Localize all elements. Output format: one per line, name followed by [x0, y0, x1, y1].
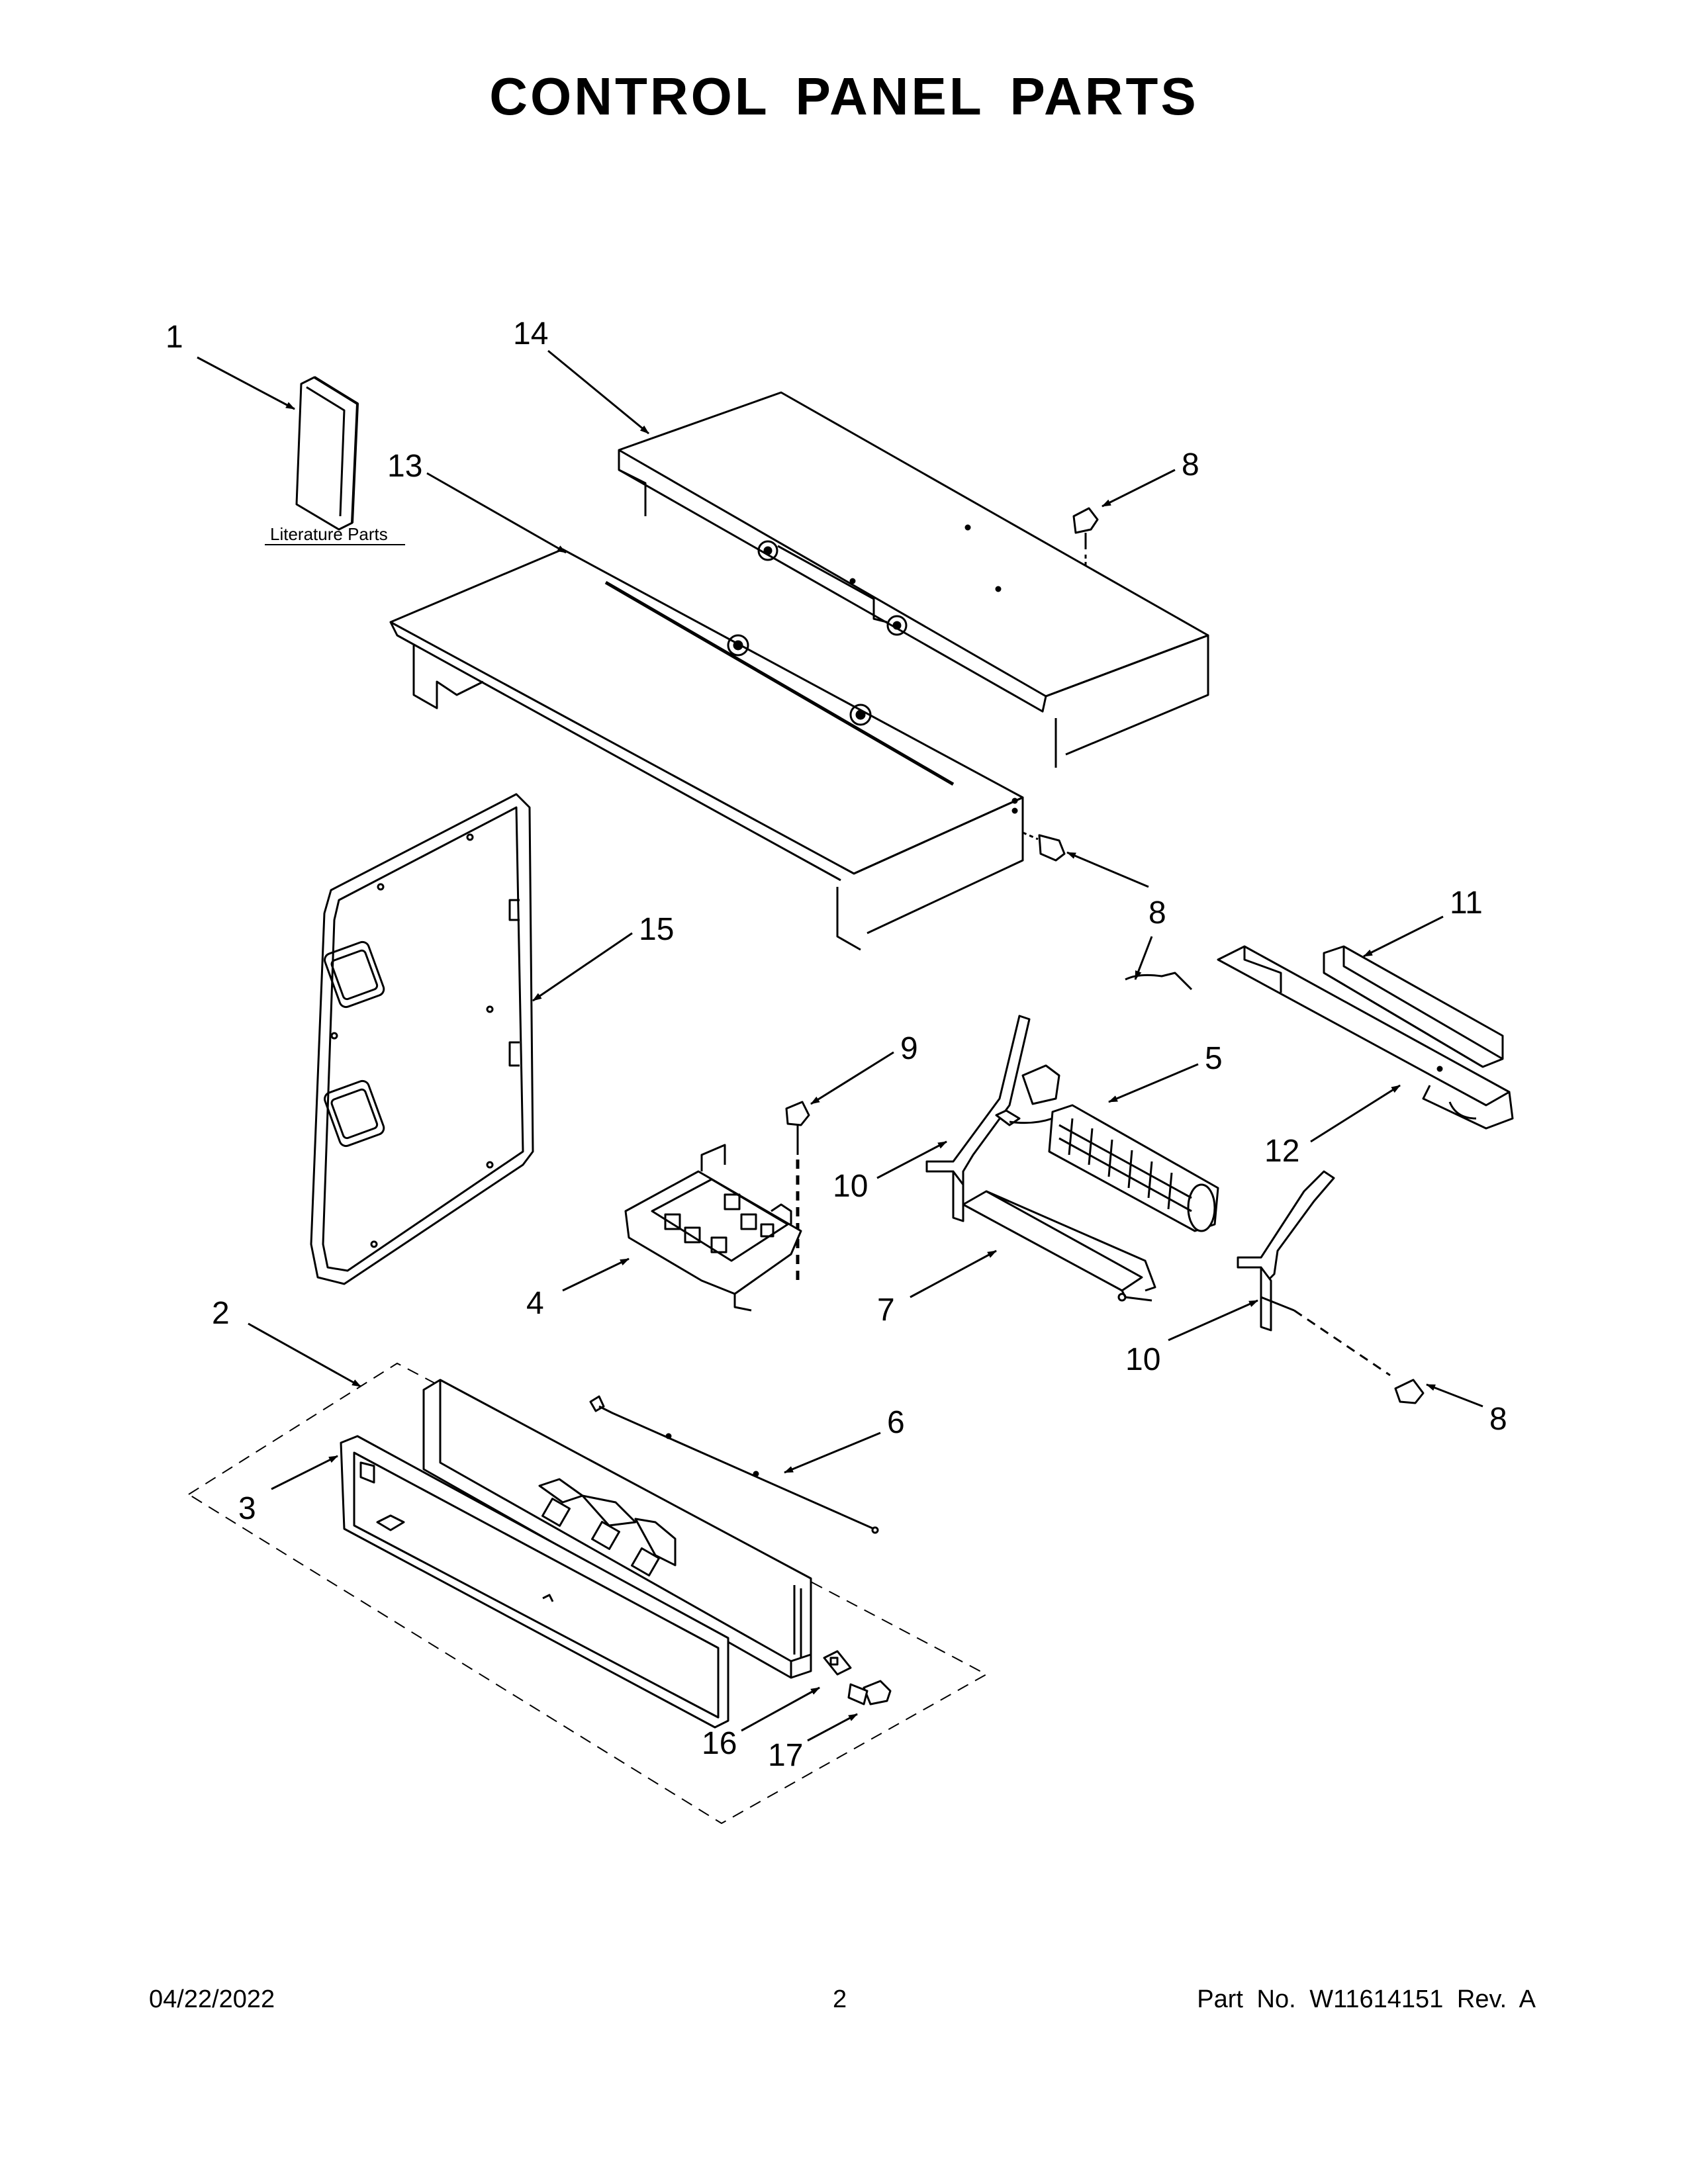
console-assembly-outline: [188, 1363, 987, 1824]
leader-1: [197, 356, 295, 410]
footer-part-number: Part No. W11614151 Rev. A: [1197, 1985, 1536, 2013]
leader-17: [807, 1713, 858, 1742]
leader-8b-2: [1134, 936, 1153, 980]
callout-13: 13: [387, 449, 422, 484]
leader-11: [1363, 915, 1444, 958]
leader-4: [562, 1257, 630, 1292]
leader-15: [532, 932, 633, 1002]
page-title: CONTROL PANEL PARTS: [489, 67, 1199, 126]
blower-fan: [995, 1064, 1219, 1232]
leader-lines: [197, 349, 1483, 1742]
callout-11: 11: [1450, 886, 1483, 921]
leader-6: [784, 1432, 881, 1474]
callout-3: 3: [238, 1491, 256, 1526]
leader-2: [248, 1322, 361, 1388]
callout-10-lower: 10: [1125, 1342, 1160, 1377]
bracket-upper: [925, 1015, 1031, 1222]
leader-16: [741, 1686, 820, 1732]
callout-16: 16: [702, 1726, 737, 1761]
insulation-strip: [1323, 945, 1504, 1068]
callout-9: 9: [900, 1031, 918, 1066]
leader-3: [271, 1455, 338, 1490]
leader-14: [547, 349, 649, 435]
leader-13: [426, 472, 567, 554]
bracket-lower: [1237, 1170, 1335, 1332]
literature-booklet: [265, 376, 405, 545]
callout-15: 15: [639, 912, 674, 947]
literature-parts-label: Literature Parts: [270, 524, 388, 544]
callout-12: 12: [1264, 1134, 1299, 1169]
leader-8b: [1066, 851, 1149, 888]
callout-2: 2: [212, 1296, 230, 1331]
leader-8a: [1102, 469, 1176, 508]
callout-8-upper: 8: [1182, 447, 1199, 482]
leader-9: [810, 1051, 894, 1105]
callout-1: 1: [165, 320, 183, 355]
screw-upper: [1072, 507, 1099, 568]
console-trim: [340, 1435, 729, 1729]
screw-middle: [1022, 831, 1066, 862]
callout-7: 7: [877, 1293, 895, 1328]
fan-shroud: [962, 1190, 1156, 1302]
console-housing: [422, 1379, 812, 1679]
callout-8-middle: 8: [1149, 895, 1166, 931]
leader-8c: [1426, 1383, 1483, 1408]
wire-harness: [589, 1395, 879, 1534]
leader-5: [1108, 1063, 1199, 1103]
control-board: [624, 1144, 802, 1312]
callout-8-lower: 8: [1489, 1402, 1507, 1437]
callout-14: 14: [513, 316, 548, 351]
top-panel-lower: [389, 548, 1024, 951]
screw-console: [847, 1680, 892, 1706]
screw-board: [785, 1101, 810, 1284]
callout-4: 4: [526, 1286, 544, 1321]
footer-date: 04/22/2022: [149, 1985, 275, 2013]
callout-6: 6: [887, 1405, 905, 1440]
screw-lower: [1293, 1309, 1425, 1404]
wire-bracket: [1125, 945, 1514, 1130]
leader-10b: [1168, 1299, 1258, 1342]
callout-5: 5: [1205, 1041, 1223, 1076]
footer-page-number: 2: [833, 1985, 847, 2013]
clip: [823, 1650, 852, 1676]
rear-cover-panel: [310, 793, 534, 1285]
leader-10a: [876, 1140, 947, 1179]
leader-12: [1310, 1084, 1401, 1143]
leader-7: [910, 1250, 997, 1298]
callout-10-upper: 10: [833, 1169, 868, 1204]
callout-17: 17: [768, 1738, 803, 1773]
top-panel-upper: [618, 391, 1209, 768]
